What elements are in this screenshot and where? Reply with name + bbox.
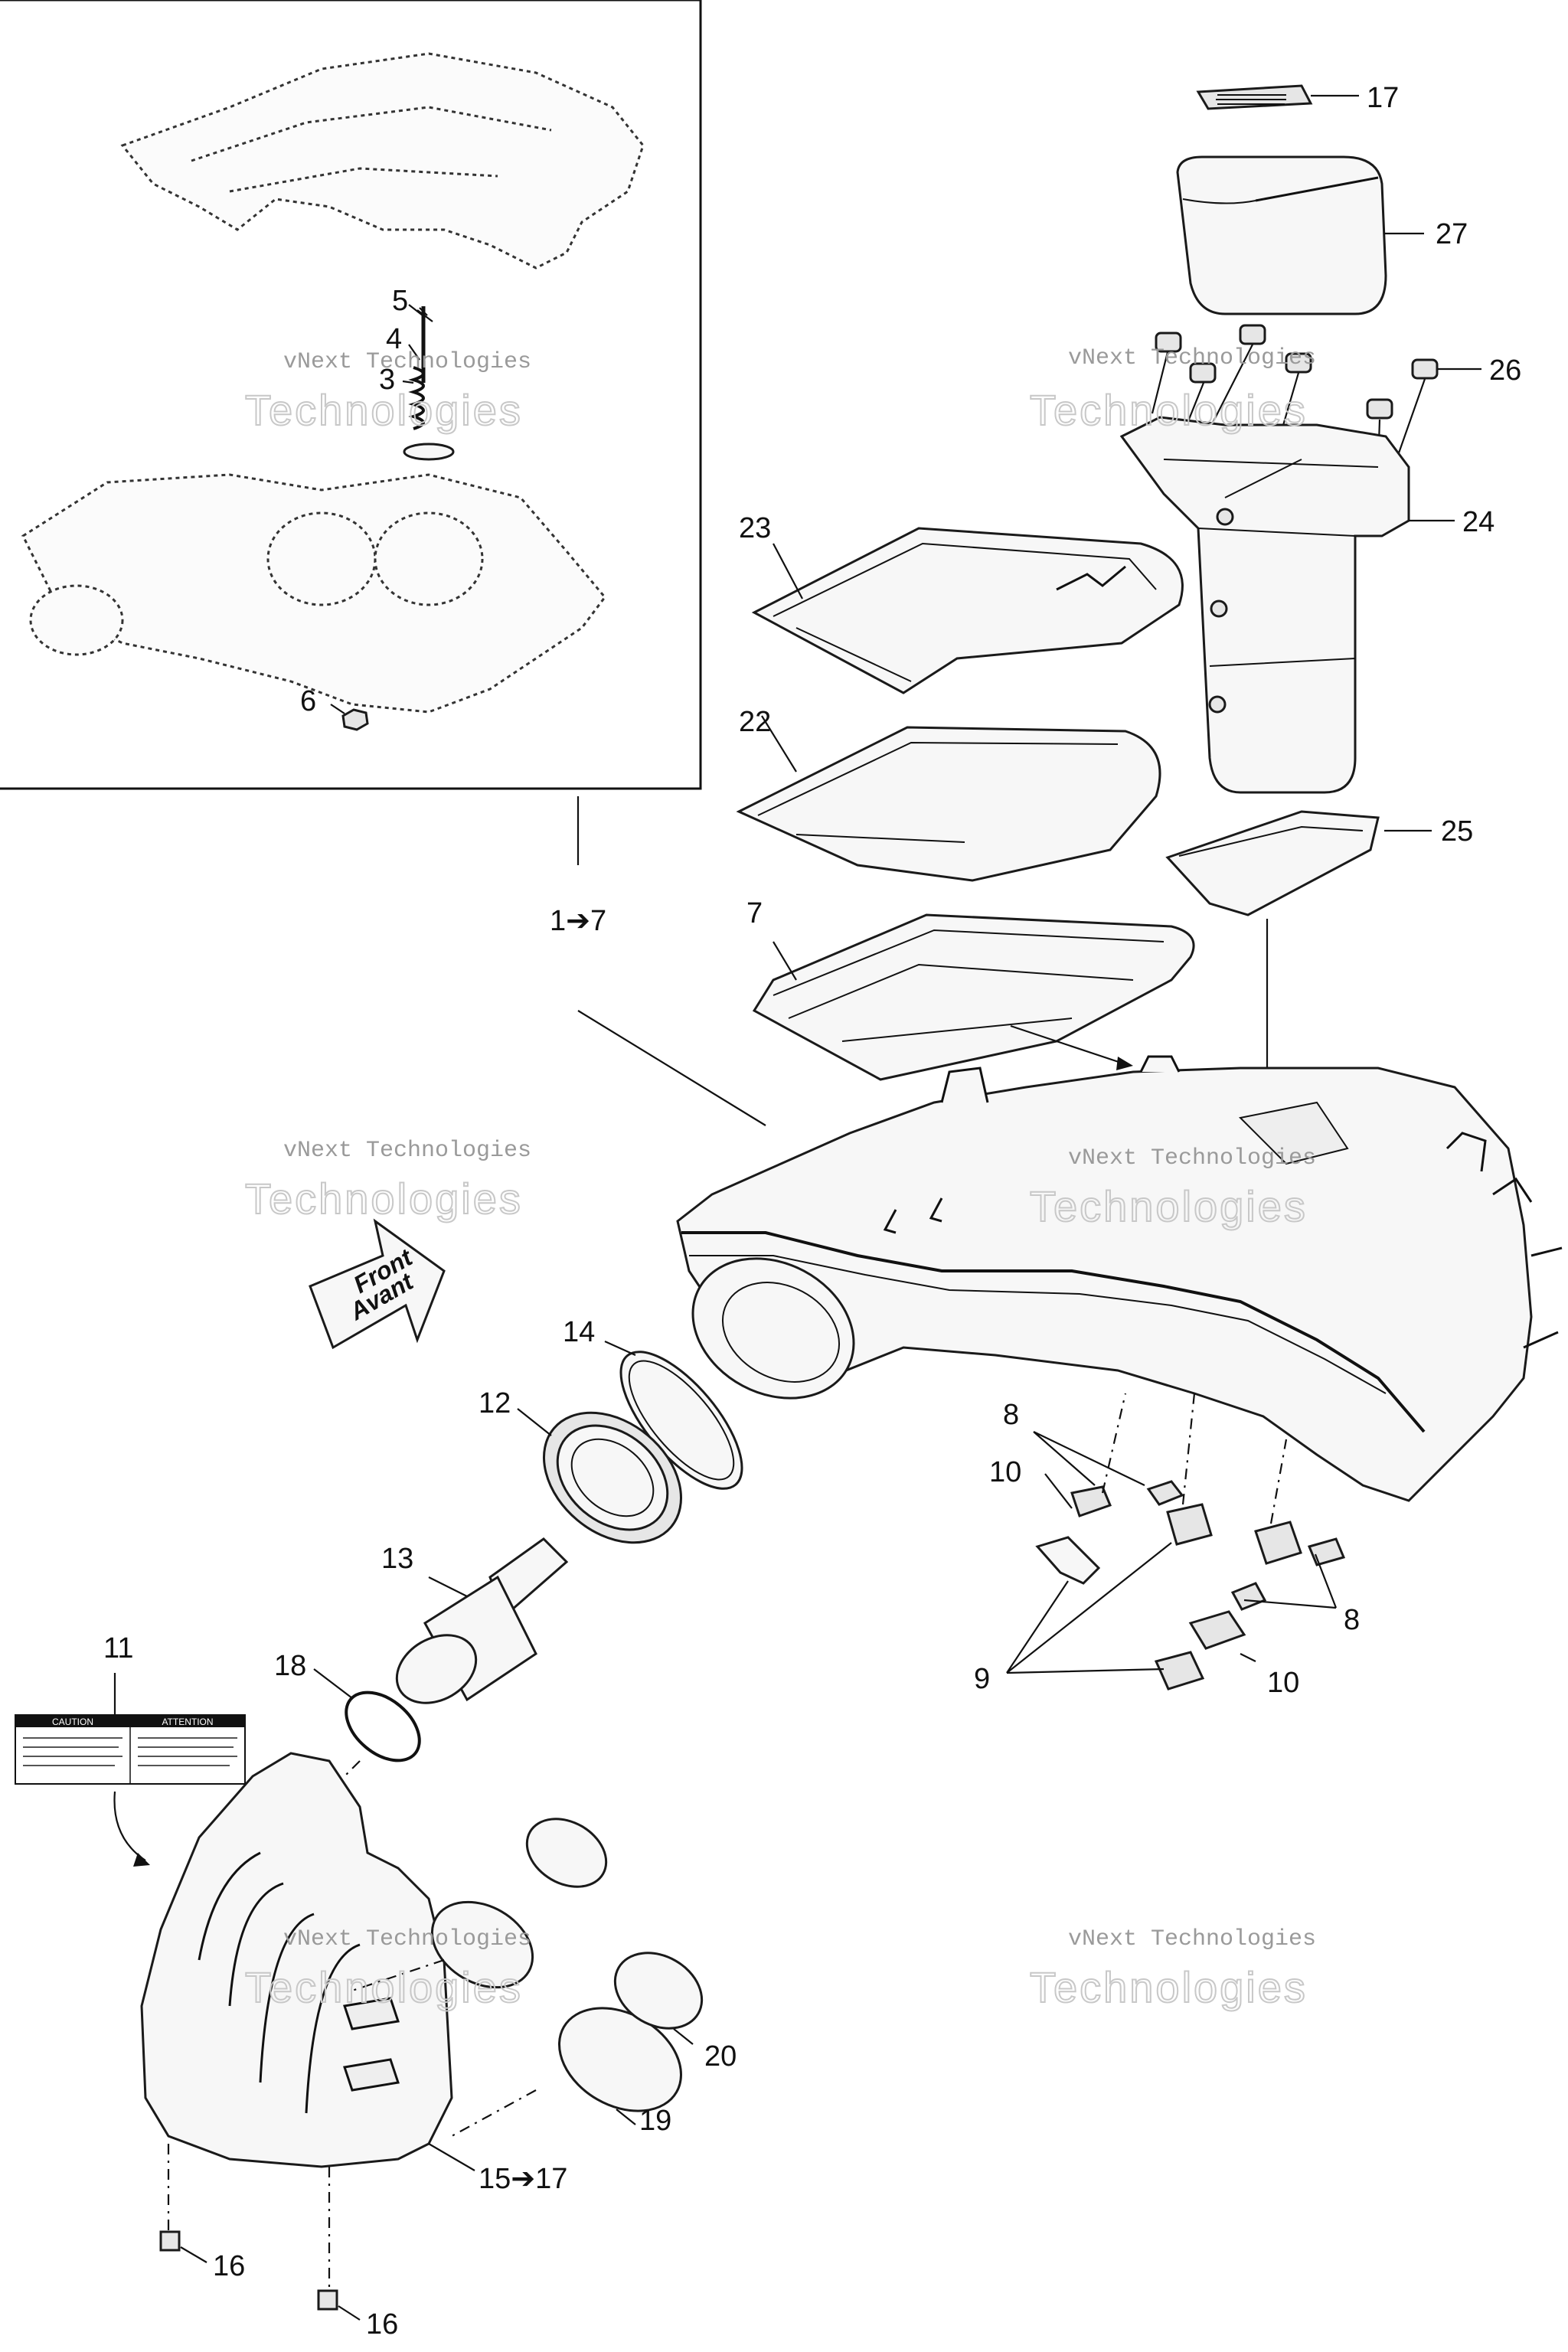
watermark-text: Technologies — [1030, 1182, 1308, 1230]
watermark-text: vNext Technologies — [283, 349, 531, 375]
callout-3: 3 — [379, 364, 395, 396]
callout-26: 26 — [1489, 354, 1521, 387]
watermark-text: vNext Technologies — [1068, 345, 1316, 371]
callout-14: 14 — [563, 1316, 595, 1348]
callout-25: 25 — [1441, 815, 1473, 848]
callout-19: 19 — [639, 2105, 671, 2137]
watermark-text: vNext Technologies — [1068, 1926, 1316, 1952]
callout-24: 24 — [1462, 506, 1494, 538]
watermark-text: Technologies — [245, 1963, 523, 2011]
push-pins — [1151, 324, 1481, 491]
callout-18: 18 — [274, 1650, 306, 1682]
callout-8-upper: 8 — [1003, 1399, 1019, 1431]
inset-upper-housing — [120, 52, 645, 270]
watermarks: vNext Technologies Technologies vNext Te… — [244, 345, 1316, 2012]
callout-17: 17 — [1367, 82, 1399, 114]
callout-13: 13 — [381, 1543, 413, 1575]
leader-1-7 — [577, 796, 766, 1126]
callout-16-right: 16 — [366, 2308, 398, 2341]
intake-tube-part — [395, 1537, 569, 1704]
callout-10-upper: 10 — [989, 1456, 1021, 1488]
warning-label-sticker: CAUTION ATTENTION — [15, 1673, 246, 1867]
callout-11: 11 — [103, 1632, 133, 1664]
intake-silencer-part — [140, 1752, 475, 2289]
flange-part — [517, 1408, 682, 1544]
callout-8-lower: 8 — [1344, 1604, 1360, 1636]
callout-16-left: 16 — [213, 2250, 245, 2282]
coupler-parts — [351, 1818, 704, 2137]
callout-1-7: 1➔7 — [550, 905, 606, 937]
filter-frame-part — [751, 527, 1184, 694]
inset-bolt-spring — [403, 306, 455, 461]
inset-panel — [0, 0, 702, 790]
callout-6: 6 — [300, 685, 316, 717]
nut-parts — [159, 2230, 361, 2321]
main-airbox-housing — [676, 1055, 1563, 1502]
watermark-text: Technologies — [1030, 386, 1308, 434]
watermark-text: vNext Technologies — [1068, 1145, 1316, 1171]
air-filter-part — [736, 715, 1161, 882]
callout-20: 20 — [704, 2040, 737, 2073]
watermark-text: Technologies — [245, 386, 523, 434]
filter-cage-part — [752, 913, 1195, 1081]
inset-nut — [341, 708, 369, 731]
clamp-ring-part — [604, 1340, 743, 1490]
callout-4: 4 — [386, 323, 402, 355]
callout-9: 9 — [974, 1663, 990, 1695]
top-cover-part — [1176, 155, 1424, 315]
front-direction-arrow: Front Avant — [309, 1218, 446, 1350]
watermark-text: Technologies — [245, 1174, 523, 1223]
callout-23: 23 — [739, 512, 771, 544]
watermark-text: vNext Technologies — [283, 1926, 531, 1952]
watermark-text: vNext Technologies — [283, 1138, 531, 1164]
clip-parts — [1006, 1393, 1346, 1690]
callout-27: 27 — [1436, 218, 1468, 250]
watermark-text: Technologies — [1030, 1963, 1308, 2011]
sticker-right-title: ATTENTION — [162, 1717, 213, 1727]
callout-12: 12 — [479, 1387, 511, 1419]
intake-snorkel-part — [1119, 416, 1455, 794]
callout-22: 22 — [739, 706, 771, 738]
callout-10-lower: 10 — [1267, 1667, 1299, 1699]
callout-numbers: 17 27 26 24 23 22 25 7 1➔7 5 4 3 6 14 12… — [103, 82, 1521, 2341]
sticker-left-title: CAUTION — [52, 1717, 93, 1727]
callout-7: 7 — [746, 897, 763, 929]
callout-15-17: 15➔17 — [479, 2163, 567, 2195]
callout-5: 5 — [392, 285, 408, 317]
sticker-part — [1196, 84, 1359, 110]
